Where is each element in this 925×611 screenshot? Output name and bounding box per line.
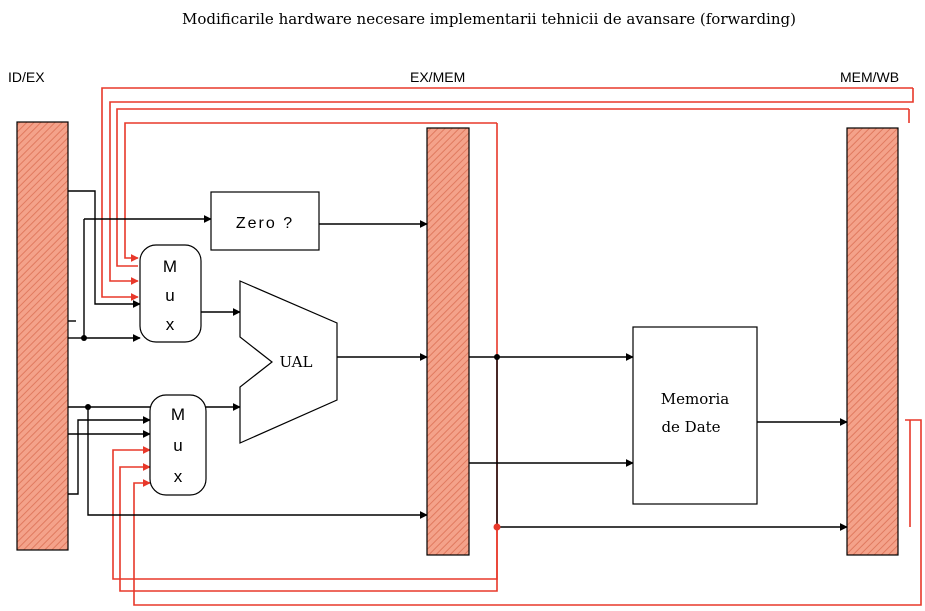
zero-label: Zero ?: [236, 215, 294, 232]
alu-label: UAL: [280, 353, 313, 371]
label-id-ex: ID/EX: [8, 69, 45, 85]
data-memory-block: Memoria de Date: [632, 326, 758, 505]
label-mem-wb: MEM/WB: [840, 69, 899, 85]
forward-path-3: [116, 108, 909, 267]
mux-bottom-letter-x: x: [174, 467, 183, 486]
memory-label-line1: Memoria: [661, 390, 729, 408]
label-ex-mem: EX/MEM: [410, 69, 465, 85]
mux-top: M u x: [139, 244, 202, 343]
mux-top-letter-u: u: [165, 286, 174, 305]
mux-bottom-letter-m: M: [171, 405, 185, 424]
diagram-title: Modificarile hardware necesare implement…: [182, 10, 796, 28]
alu-block: UAL: [239, 280, 338, 444]
mux-bottom: M u x: [149, 394, 207, 496]
forward-path-7: [119, 463, 498, 592]
forward-path-8: [133, 419, 922, 606]
mux-top-letter-x: x: [166, 315, 175, 334]
forward-path-1: [101, 87, 913, 301]
id-ex-register: [16, 121, 69, 551]
mux-bottom-letter-u: u: [173, 436, 182, 455]
mux-top-letter-m: M: [163, 257, 177, 276]
zero-check-block: Zero ?: [210, 191, 320, 251]
datapath-wires: [68, 190, 848, 531]
ex-mem-register: [426, 127, 470, 556]
forward-path-2: [109, 88, 914, 285]
mem-wb-register: [846, 127, 899, 556]
memory-label-line2: de Date: [661, 418, 720, 436]
junctions: [81, 335, 501, 531]
forward-path-5: [124, 122, 497, 262]
